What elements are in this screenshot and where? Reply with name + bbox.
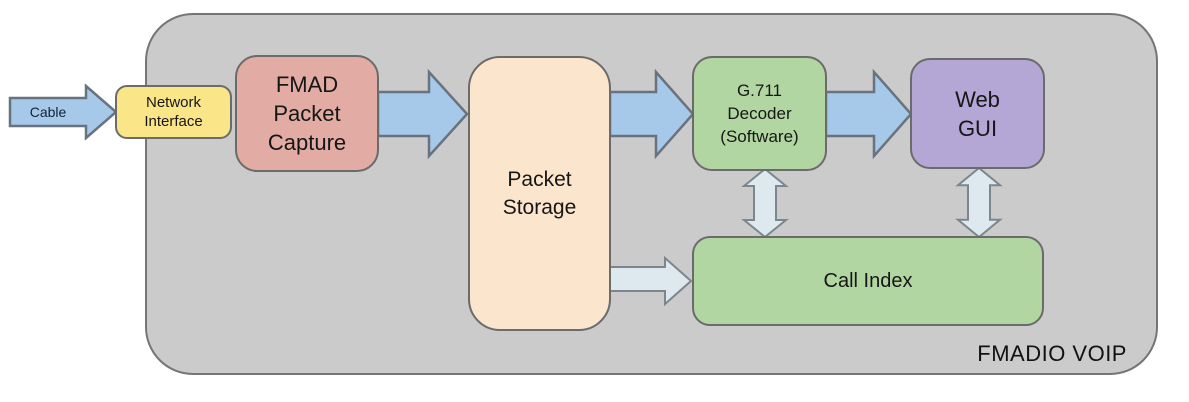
node-fmad-packet-capture: FMAD Packet Capture (235, 55, 379, 172)
arrow-storage-to-callindex-shape (609, 255, 693, 307)
node-web-gui: Web GUI (910, 58, 1045, 169)
arrow-decoder-to-webgui-shape (824, 68, 913, 160)
system-title: FMADIO VOIP (977, 341, 1127, 366)
node-call-index: Call Index (692, 236, 1044, 326)
node-packet-storage: Packet Storage (468, 56, 611, 331)
arrow-storage-to-decoder (608, 68, 695, 160)
cable-label: Cable (29, 104, 67, 120)
arrow-storage-to-decoder-shape (608, 68, 695, 160)
cable-arrow (8, 83, 118, 141)
arrow-capture-to-storage (376, 68, 469, 160)
arrow-decoder-to-webgui (824, 68, 913, 160)
arrow-webgui-callindex-bidirectional (955, 166, 1003, 239)
node-g711-decoder: G.711 Decoder (Software) (692, 56, 827, 171)
node-network-interface: Network Interface (115, 85, 232, 139)
arrow-webgui-callindex-shape (955, 166, 1003, 239)
arrow-capture-to-storage-shape (376, 68, 469, 160)
arrow-decoder-callindex-bidirectional (741, 167, 789, 239)
arrow-storage-to-callindex (609, 255, 693, 307)
cable-arrow-shape (8, 83, 118, 141)
arrow-decoder-callindex-shape (741, 167, 789, 239)
